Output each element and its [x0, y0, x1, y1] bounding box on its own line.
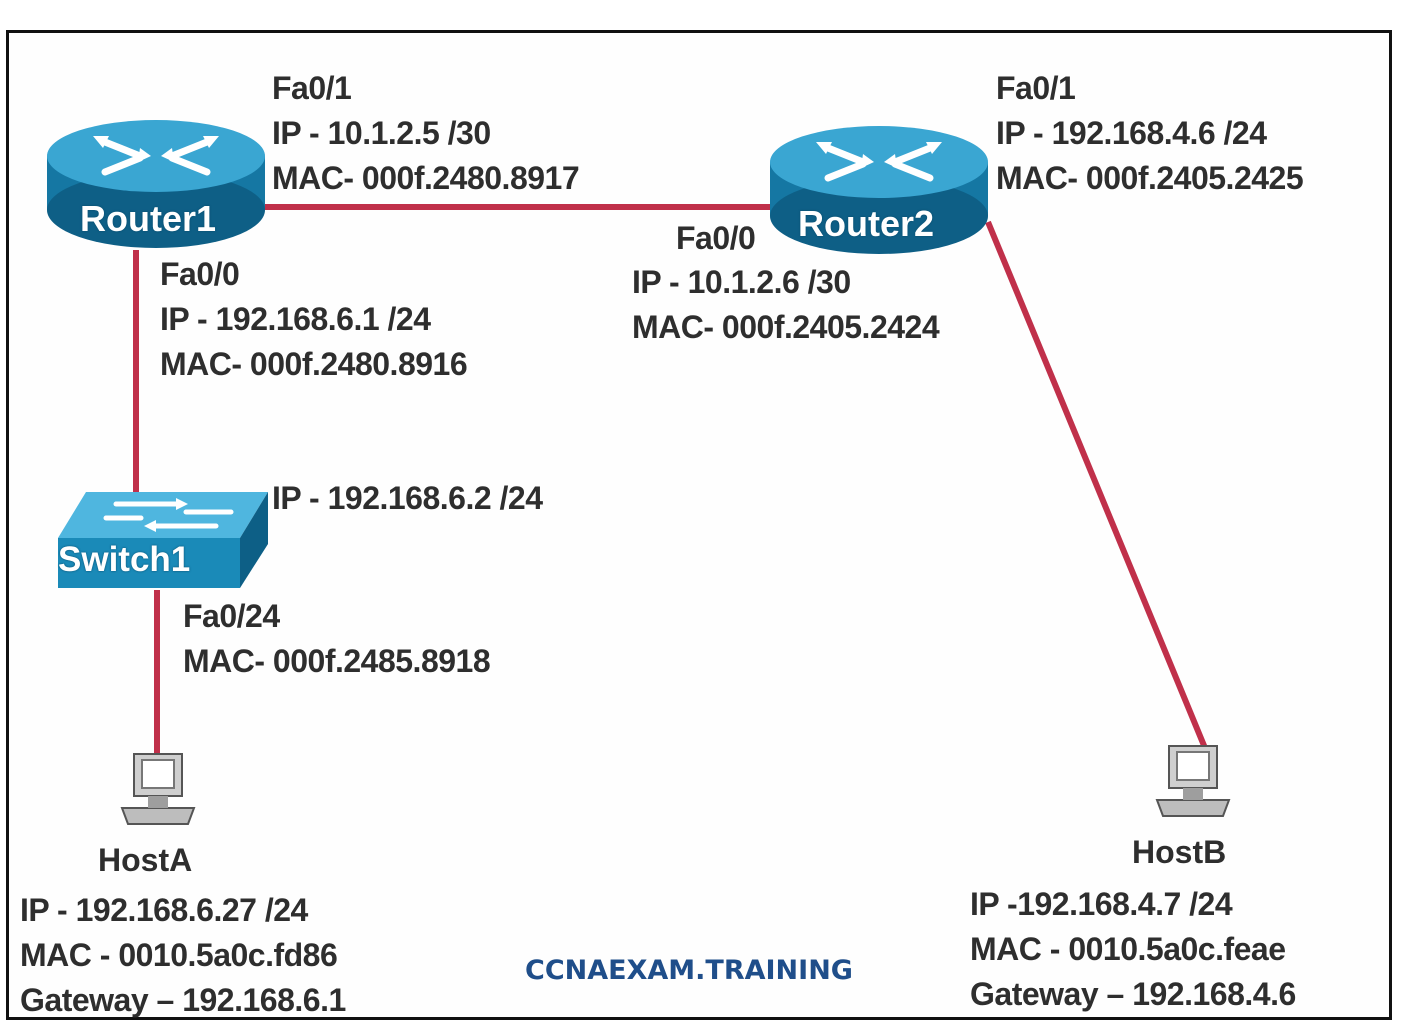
- switch1-label: Switch1: [58, 540, 191, 579]
- link-router2-hostB: [985, 220, 1208, 750]
- hostB-label: HostB: [1132, 834, 1227, 870]
- router2-fa00-info: IP - 10.1.2.6 /30 MAC- 000f.2405.2424: [632, 260, 940, 350]
- router2-fa01-mac: MAC- 000f.2405.2425: [996, 160, 1304, 196]
- router2-fa01-info: Fa0/1 IP - 192.168.4.6 /24 MAC- 000f.240…: [996, 66, 1304, 201]
- router1-fa00-info: Fa0/0 IP - 192.168.6.1 /24 MAC- 000f.248…: [160, 252, 468, 387]
- hostB-info: IP -192.168.4.7 /24 MAC - 0010.5a0c.feae…: [970, 882, 1296, 1017]
- router2-fa00-mac: MAC- 000f.2405.2424: [632, 309, 940, 345]
- hostA-ip: IP - 192.168.6.27 /24: [20, 892, 308, 928]
- hostB-gateway: Gateway – 192.168.4.6: [970, 976, 1296, 1012]
- router1-fa01-mac: MAC- 000f.2480.8917: [272, 160, 580, 196]
- router1-fa01-ip: IP - 10.1.2.5 /30: [272, 115, 491, 151]
- router1-fa00-mac: MAC- 000f.2480.8916: [160, 346, 468, 382]
- switch1-ip: IP - 192.168.6.2 /24: [272, 480, 543, 516]
- router2-fa00-ip: IP - 10.1.2.6 /30: [632, 264, 851, 300]
- hostB-mac: MAC - 0010.5a0c.feae: [970, 931, 1286, 967]
- switch1-fa024-mac: MAC- 000f.2485.8918: [183, 643, 491, 679]
- router1-fa01-port: Fa0/1: [272, 70, 352, 106]
- router2-fa01-ip: IP - 192.168.4.6 /24: [996, 115, 1267, 151]
- router1-fa01-info: Fa0/1 IP - 10.1.2.5 /30 MAC- 000f.2480.8…: [272, 66, 580, 201]
- hostA-label: HostA: [98, 842, 193, 878]
- switch1-icon: [58, 492, 268, 588]
- router2-fa01-port: Fa0/1: [996, 70, 1076, 106]
- router1-fa00-port: Fa0/0: [160, 256, 240, 292]
- router2-fa00-port: Fa0/0: [676, 220, 756, 256]
- watermark: CCNAEXAM.TRAINING: [525, 955, 853, 986]
- hostA-gateway: Gateway – 192.168.6.1: [20, 982, 346, 1018]
- router1-icon: [47, 120, 265, 248]
- router2-label: Router2: [798, 203, 935, 244]
- router2-icon: [770, 126, 988, 254]
- hostA-mac: MAC - 0010.5a0c.fd86: [20, 937, 338, 973]
- hostB-pc-icon: [1155, 745, 1231, 817]
- switch1-fa024-port: Fa0/24: [183, 598, 280, 634]
- router1-fa00-ip: IP - 192.168.6.1 /24: [160, 301, 431, 337]
- switch1-fa024-info: Fa0/24 MAC- 000f.2485.8918: [183, 594, 491, 684]
- hostB-ip: IP -192.168.4.7 /24: [970, 886, 1233, 922]
- router1-label: Router1: [80, 198, 217, 239]
- hostA-info: IP - 192.168.6.27 /24 MAC - 0010.5a0c.fd…: [20, 888, 346, 1023]
- hostA-pc-icon: [120, 753, 196, 825]
